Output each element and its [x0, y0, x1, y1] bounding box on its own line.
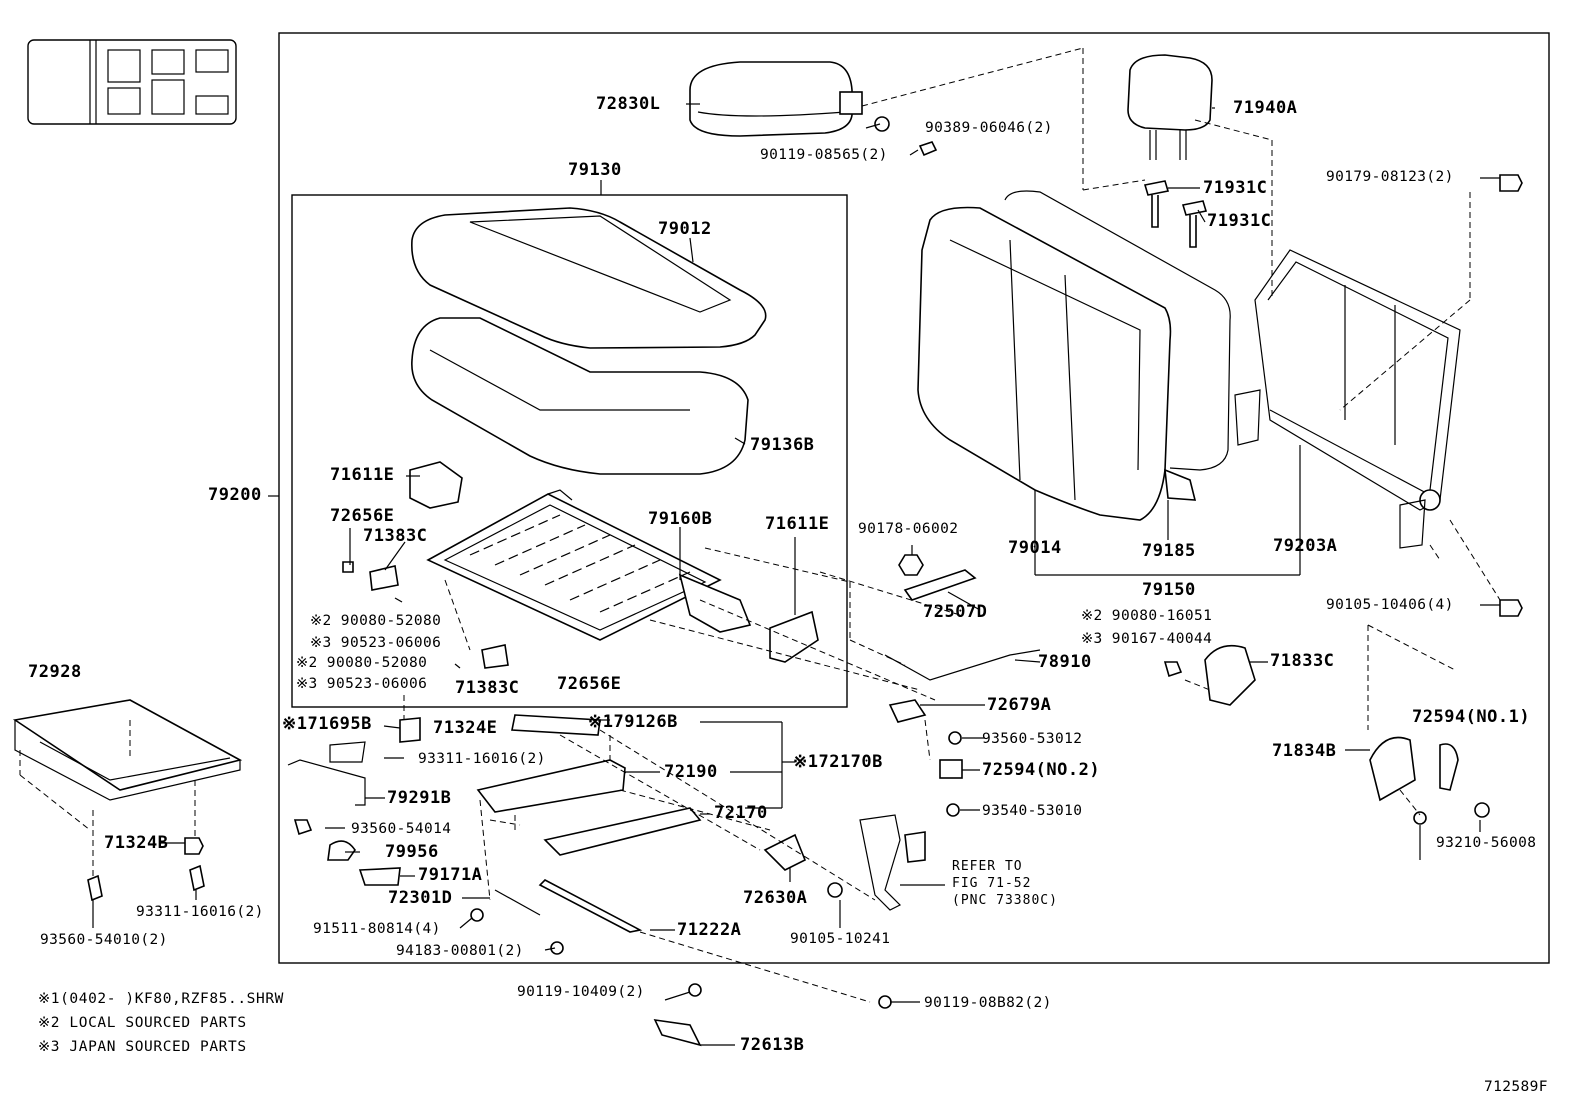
label-72679A: 72679A	[987, 695, 1052, 715]
label-90523-06006-b: ※3 90523-06006	[296, 676, 428, 692]
main-frame	[278, 32, 1550, 964]
label-71931C-a: 71931C	[1203, 178, 1268, 198]
label-93560-53012: 93560-53012	[982, 731, 1083, 747]
cover-left-part	[409, 461, 463, 509]
label-72507D: 72507D	[923, 602, 988, 622]
label-78910: 78910	[1038, 652, 1092, 672]
label-90179-08123: 90179-08123(2)	[1326, 169, 1454, 185]
footnote-2: ※2 LOCAL SOURCED PARTS	[38, 1015, 247, 1031]
label-79130: 79130	[568, 160, 622, 180]
label-79185: 79185	[1142, 541, 1196, 561]
label-93560-54014: 93560-54014	[351, 821, 452, 837]
cushion-frame-part	[426, 489, 752, 641]
footnote-1: ※1(0402- )KF80,RZF85..SHRW	[38, 991, 284, 1007]
label-93311-16016-lower: 93311-16016(2)	[136, 904, 264, 920]
label-93311-16016-upper: 93311-16016(2)	[418, 751, 546, 767]
label-79136B: 79136B	[750, 435, 815, 455]
dashed-lines	[19, 47, 1501, 1003]
label-171695B: ※171695B	[282, 714, 372, 734]
label-79150: 79150	[1142, 580, 1196, 600]
label-71324B: 71324B	[104, 833, 169, 853]
label-71834B: 71834B	[1272, 741, 1337, 761]
cover-right-part	[769, 610, 819, 663]
cushion-assembly-box	[291, 194, 848, 708]
slide-part	[511, 714, 601, 736]
label-91511-80814: 91511-80814(4)	[313, 921, 441, 937]
label-72630A: 72630A	[743, 888, 808, 908]
label-71222A: 71222A	[677, 920, 742, 940]
refer-note-line3: (PNC 73380C)	[952, 893, 1058, 908]
refer-note-line2: FIG 71-52	[952, 876, 1032, 891]
seatback-frame-part	[1234, 249, 1461, 549]
label-72928: 72928	[28, 662, 82, 682]
label-90523-06006-a: ※3 90523-06006	[310, 635, 442, 651]
label-79956: 79956	[385, 842, 439, 862]
armrest-part	[689, 61, 863, 137]
seatback-part	[917, 190, 1231, 521]
label-90080-52080-b: ※2 90080-52080	[296, 655, 428, 671]
label-90080-16051: ※2 90080-16051	[1081, 608, 1213, 624]
label-90080-52080-a: ※2 90080-52080	[310, 613, 442, 629]
headrest-part	[1127, 54, 1213, 160]
label-72656E-top: 72656E	[330, 506, 395, 526]
diagram-id: 712589F	[1484, 1079, 1548, 1095]
label-90119-08B82: 90119-08B82(2)	[924, 995, 1052, 1011]
label-71833C: 71833C	[1270, 651, 1335, 671]
label-71940A: 71940A	[1233, 98, 1298, 118]
label-93210-56008: 93210-56008	[1436, 835, 1537, 851]
label-90167-40044: ※3 90167-40044	[1081, 631, 1213, 647]
label-79012: 79012	[658, 219, 712, 239]
label-79160B: 79160B	[648, 509, 713, 529]
label-179126B: ※179126B	[588, 712, 678, 732]
leader-lines	[92, 103, 1500, 1046]
tray-part	[12, 699, 243, 801]
label-90389-06046: 90389-06046(2)	[925, 120, 1053, 136]
label-90119-10409: 90119-10409(2)	[517, 984, 645, 1000]
label-72594-no1: 72594(NO.1)	[1412, 707, 1531, 727]
label-79203A: 79203A	[1273, 536, 1338, 556]
label-71611E-right: 71611E	[765, 514, 830, 534]
label-72613B: 72613B	[740, 1035, 805, 1055]
footnote-3: ※3 JAPAN SOURCED PARTS	[38, 1039, 247, 1055]
label-172170B: ※172170B	[793, 752, 883, 772]
label-72656E-bottom: 72656E	[557, 674, 622, 694]
label-72594-no2: 72594(NO.2)	[982, 760, 1101, 780]
cushion-pad-part	[411, 207, 767, 475]
label-72170: 72170	[714, 803, 768, 823]
label-72190: 72190	[664, 762, 718, 782]
label-71931C-b: 71931C	[1207, 211, 1272, 231]
label-94183-00801: 94183-00801(2)	[396, 943, 524, 959]
label-79291B: 79291B	[387, 788, 452, 808]
locator-icon	[27, 39, 237, 125]
refer-note-line1: REFER TO	[952, 859, 1023, 874]
label-79171A: 79171A	[418, 865, 483, 885]
label-71383C-top: 71383C	[363, 526, 428, 546]
label-71611E-left: 71611E	[330, 465, 395, 485]
label-79200: 79200	[208, 485, 262, 505]
label-90178-06002: 90178-06002	[858, 521, 959, 537]
label-90105-10406: 90105-10406(4)	[1326, 597, 1454, 613]
label-71324E: 71324E	[433, 718, 498, 738]
label-90105-10241: 90105-10241	[790, 931, 891, 947]
label-93560-54010: 93560-54010(2)	[40, 932, 168, 948]
label-93540-53010: 93540-53010	[982, 803, 1083, 819]
label-79014: 79014	[1008, 538, 1062, 558]
label-72301D: 72301D	[388, 888, 453, 908]
label-71383C-bottom: 71383C	[455, 678, 520, 698]
label-72830L: 72830L	[596, 94, 661, 114]
label-90119-08565: 90119-08565(2)	[760, 147, 888, 163]
